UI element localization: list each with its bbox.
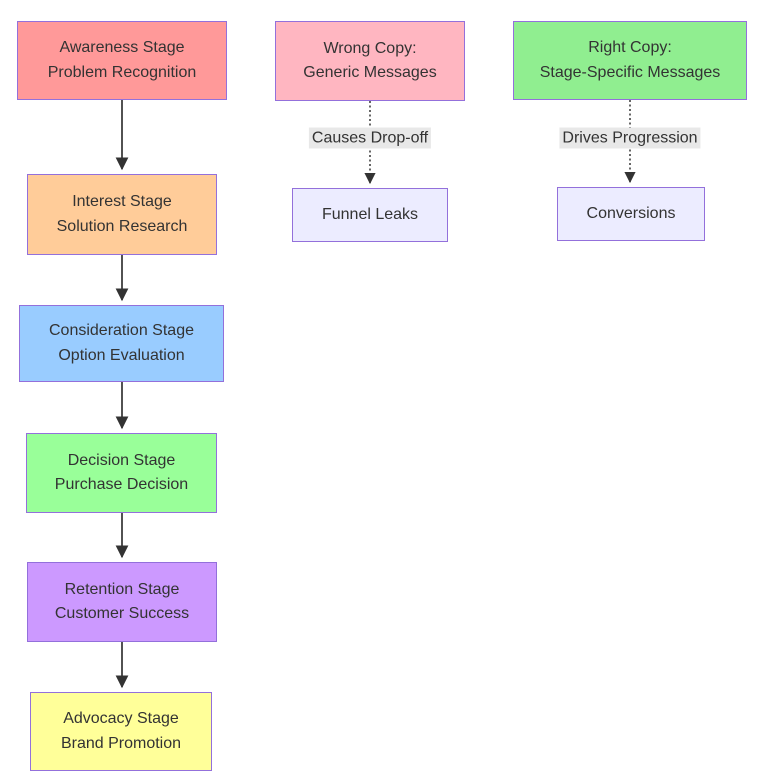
- node-label-line2: Generic Messages: [303, 64, 437, 81]
- node-label-line2: Purchase Decision: [54, 476, 189, 493]
- node-label-line1: Funnel Leaks: [321, 205, 419, 223]
- edge-label-causes-drop-off: Causes Drop-off: [308, 127, 432, 149]
- node-retention-stage: Retention Stage Customer Success: [27, 562, 217, 642]
- node-label-line1: Advocacy Stage: [63, 710, 179, 727]
- node-label-line1: Conversions: [586, 204, 676, 222]
- edge-label-drives-progression: Drives Progression: [559, 127, 701, 149]
- node-label-line2: Brand Promotion: [60, 734, 182, 752]
- node-decision-stage: Decision Stage Purchase Decision: [26, 433, 217, 513]
- node-label-line1: Wrong Copy:: [323, 39, 417, 57]
- node-label-line2: Stage-Specific Messages: [539, 63, 721, 81]
- node-label-line1: Right Copy:: [588, 39, 672, 56]
- node-interest-stage: Interest Stage Solution Research: [27, 174, 217, 255]
- node-label-line1: Awareness Stage: [59, 39, 185, 56]
- node-funnel-leaks: Funnel Leaks: [292, 188, 448, 242]
- node-right-copy: Right Copy: Stage-Specific Messages: [513, 21, 747, 100]
- node-label-line1: Consideration Stage: [49, 322, 194, 339]
- node-advocacy-stage: Advocacy Stage Brand Promotion: [30, 692, 212, 771]
- node-label-line2: Solution Research: [56, 217, 188, 235]
- node-label-line2: Problem Recognition: [47, 63, 197, 81]
- node-label-line2: Option Evaluation: [58, 346, 185, 364]
- node-awareness-stage: Awareness Stage Problem Recognition: [17, 21, 227, 100]
- node-label-line2: Customer Success: [54, 605, 190, 622]
- node-label-line1: Interest Stage: [72, 193, 172, 210]
- node-consideration-stage: Consideration Stage Option Evaluation: [19, 305, 224, 382]
- node-label-line1: Retention Stage: [64, 580, 180, 598]
- node-label-line1: Decision Stage: [67, 451, 176, 469]
- node-wrong-copy: Wrong Copy: Generic Messages: [275, 21, 465, 101]
- node-conversions: Conversions: [557, 187, 705, 241]
